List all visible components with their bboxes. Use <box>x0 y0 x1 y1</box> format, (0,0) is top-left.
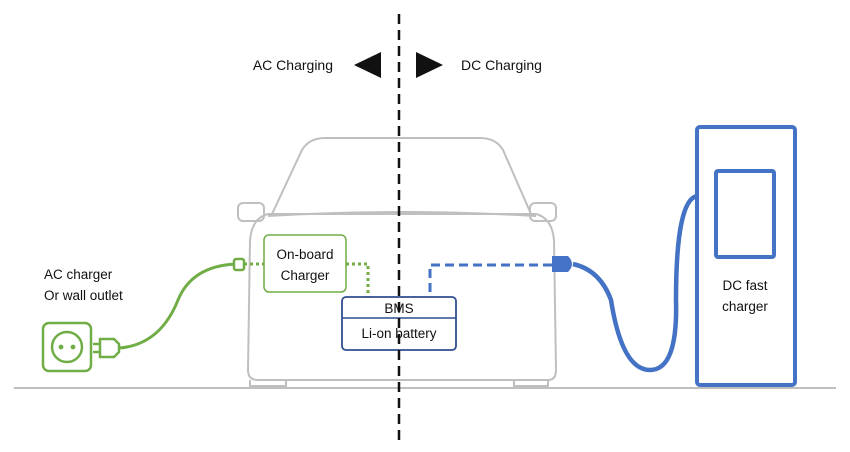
car-hood <box>267 211 537 217</box>
car <box>237 137 558 387</box>
onboard-charger-label-line2: Charger <box>281 268 330 283</box>
dc-charger-label-line1: DC fast <box>722 278 767 293</box>
car-cabin <box>271 137 532 215</box>
car-mirror-right <box>529 202 557 222</box>
dc-charger-screen <box>714 169 776 259</box>
arrow-right-icon <box>416 52 443 78</box>
ac-inlet-connector <box>232 257 246 272</box>
ac-charging-label: AC Charging <box>253 57 333 73</box>
dc-internal-link <box>428 263 552 297</box>
dc-charging-label: DC Charging <box>461 57 542 73</box>
ac-source-label-line1: AC charger <box>44 267 113 282</box>
ac-cable <box>118 262 237 350</box>
onboard-to-bms-link <box>346 262 370 297</box>
arrow-left-icon <box>354 52 381 78</box>
onboard-charger-box <box>263 234 347 293</box>
plug-icon <box>93 337 121 359</box>
car-wheel-right <box>513 380 549 387</box>
battery-label: Li-on battery <box>361 326 436 341</box>
ac-source-label-line2: Or wall outlet <box>44 288 123 303</box>
car-mirror-left <box>237 202 265 222</box>
car-wheel-left <box>249 380 287 387</box>
onboard-charger-label-line1: On-board <box>276 247 333 262</box>
dc-charger-label-line2: charger <box>722 299 768 314</box>
dc-connector-icon <box>552 256 572 272</box>
dc-cable <box>572 193 698 373</box>
wall-socket-icon <box>41 321 93 373</box>
